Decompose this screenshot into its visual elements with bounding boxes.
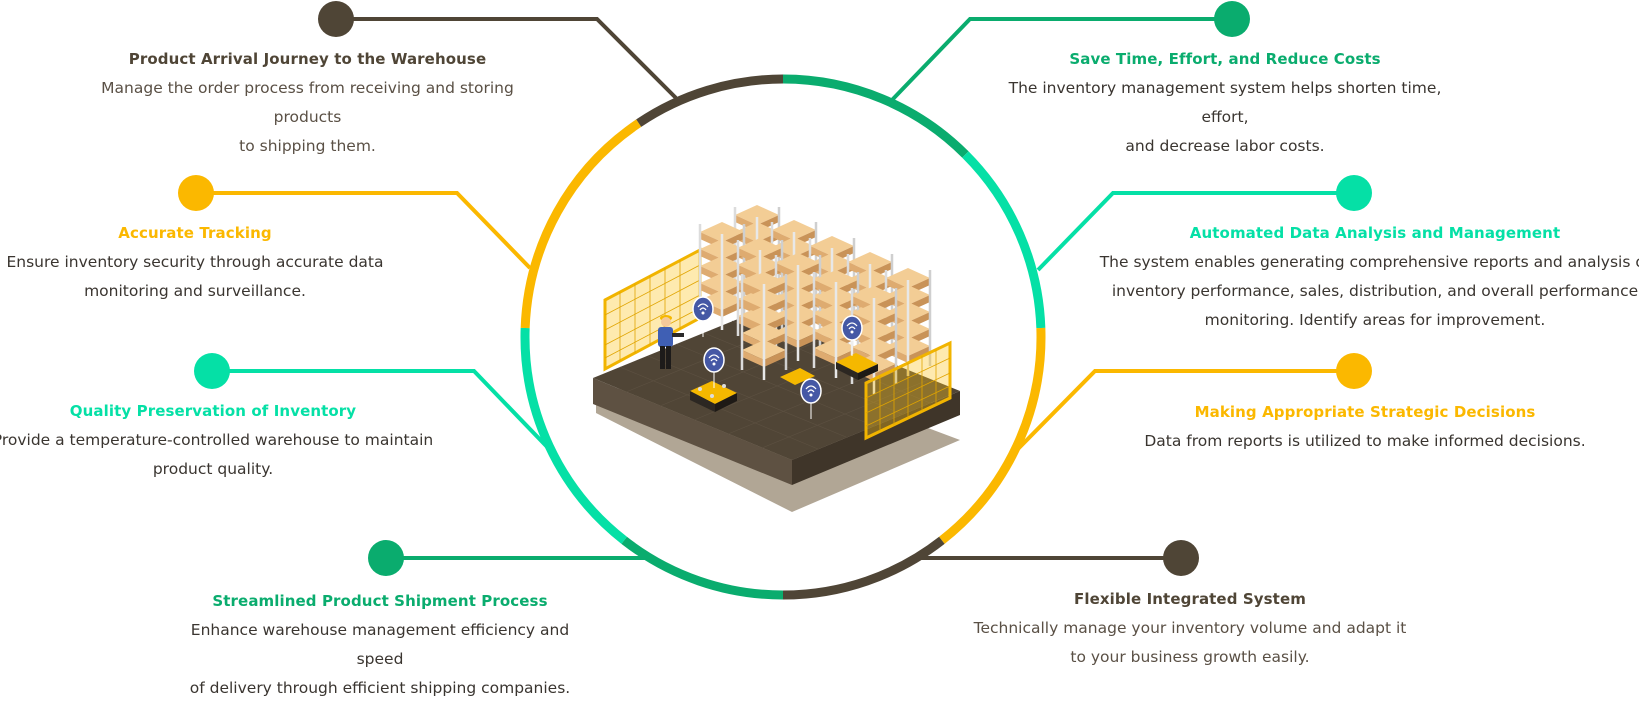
- safety-fence-right: [864, 340, 952, 441]
- box-side: [742, 350, 764, 367]
- wifi-signal-icon: [703, 347, 725, 388]
- agv-robot: [836, 353, 878, 380]
- feature-desc-line: Ensure inventory security through accura…: [6, 253, 384, 271]
- connector-line-yellow: [1013, 369, 1354, 454]
- storage-rack: [740, 272, 788, 380]
- connector-dot-brown: [1163, 540, 1199, 576]
- ring-segment-teal: [520, 327, 627, 544]
- feature-desc-line: Manage the order process from receiving …: [101, 79, 514, 126]
- ring-segment-yellow: [520, 119, 642, 329]
- feature-title: Quality Preservation of Inventory: [69, 402, 357, 420]
- wifi-dot: [850, 330, 854, 334]
- connector-dot-yellow: [1336, 353, 1372, 389]
- feature-desc-line: to shipping them.: [239, 137, 376, 155]
- feature-desc-line: Enhance warehouse management efficiency …: [190, 621, 570, 668]
- connector-dot-brown: [318, 1, 354, 37]
- connector-line-brown: [336, 17, 678, 100]
- wifi-badge: [841, 315, 863, 341]
- wifi-waves: [697, 303, 709, 311]
- connector-dot-green: [1214, 1, 1250, 37]
- connector-line-yellow: [196, 191, 532, 270]
- wifi-dot: [712, 362, 716, 366]
- feature-title: Streamlined Product Shipment Process: [212, 592, 548, 610]
- feature-desc-line: inventory performance, sales, distributi…: [1111, 282, 1639, 300]
- feature-title: Automated Data Analysis and Management: [1189, 224, 1561, 242]
- wifi-signal-icon: [800, 378, 822, 419]
- feature-quality-preservation: Quality Preservation of Inventory Provid…: [0, 402, 438, 484]
- feature-automated-data: Automated Data Analysis and Management T…: [1095, 224, 1639, 335]
- central-ring: [520, 74, 1046, 600]
- feature-desc-line: Data from reports is utilized to make in…: [1144, 432, 1586, 450]
- wifi-dot: [701, 311, 705, 315]
- wifi-waves: [846, 322, 858, 330]
- feature-desc-line: Technically manage your inventory volume…: [973, 619, 1407, 637]
- feature-desc-line: Provide a temperature-controlled warehou…: [0, 431, 434, 449]
- storage-rack: [884, 268, 932, 376]
- ring-segment-brown: [782, 536, 945, 600]
- worker: [658, 315, 684, 369]
- ring-segment-teal: [962, 151, 1046, 329]
- feature-product-arrival: Product Arrival Journey to the Warehouse…: [95, 50, 520, 161]
- connector-dot-teal: [194, 353, 230, 389]
- feature-strategic-decisions: Making Appropriate Strategic Decisions D…: [1125, 403, 1605, 456]
- agv-robot: [780, 368, 815, 385]
- feature-desc-line: product quality.: [152, 460, 274, 478]
- box-side: [814, 348, 836, 365]
- connector-line-teal: [212, 369, 554, 454]
- connector-dot-teal: [1336, 175, 1372, 211]
- feature-desc-line: The inventory management system helps sh…: [1008, 79, 1442, 126]
- feature-desc-line: to your business growth easily.: [1070, 648, 1310, 666]
- warehouse-illustration: [593, 205, 960, 512]
- feature-save-time: Save Time, Effort, and Reduce Costs The …: [985, 50, 1465, 161]
- feature-desc-line: The system enables generating comprehens…: [1099, 253, 1639, 271]
- wifi-signal-icon: [841, 315, 863, 356]
- feature-accurate-tracking: Accurate Tracking Ensure inventory secur…: [5, 224, 385, 306]
- connector-line-teal: [1036, 191, 1354, 272]
- connector-dot-yellow: [178, 175, 214, 211]
- floor-side-left: [593, 378, 792, 485]
- ring-segment-green: [621, 536, 784, 600]
- feature-title: Flexible Integrated System: [1074, 590, 1306, 608]
- connector-diagram: [178, 1, 1372, 600]
- box-side: [764, 350, 786, 367]
- connector-line-green: [890, 17, 1232, 102]
- ring-segment-green: [782, 74, 969, 158]
- feature-streamlined-shipment: Streamlined Product Shipment Process Enh…: [165, 592, 595, 703]
- feature-flexible-system: Flexible Integrated System Technically m…: [960, 590, 1420, 672]
- wifi-waves: [805, 385, 817, 393]
- feature-desc-line: monitoring. Identify areas for improveme…: [1204, 311, 1546, 329]
- feature-title: Product Arrival Journey to the Warehouse: [128, 50, 487, 68]
- feature-desc-line: monitoring and surveillance.: [84, 282, 306, 300]
- wifi-waves: [708, 354, 720, 362]
- agv-robot: [690, 381, 737, 412]
- ring-segment-yellow: [939, 327, 1046, 544]
- wifi-badge: [800, 378, 822, 404]
- ring-segment-brown: [636, 74, 784, 127]
- feature-title: Making Appropriate Strategic Decisions: [1194, 403, 1536, 421]
- feature-title: Accurate Tracking: [118, 224, 272, 242]
- feature-desc-line: and decrease labor costs.: [1125, 137, 1325, 155]
- wifi-badge: [703, 347, 725, 373]
- wifi-signal-icon: [692, 296, 714, 337]
- feature-desc-line: of delivery through efficient shipping c…: [189, 679, 571, 697]
- feature-title: Save Time, Effort, and Reduce Costs: [1069, 50, 1381, 68]
- wifi-badge: [692, 296, 714, 322]
- connector-dot-green: [368, 540, 404, 576]
- connectors: [178, 1, 1372, 576]
- wifi-dot: [809, 393, 813, 397]
- wifi-badges: [692, 296, 863, 419]
